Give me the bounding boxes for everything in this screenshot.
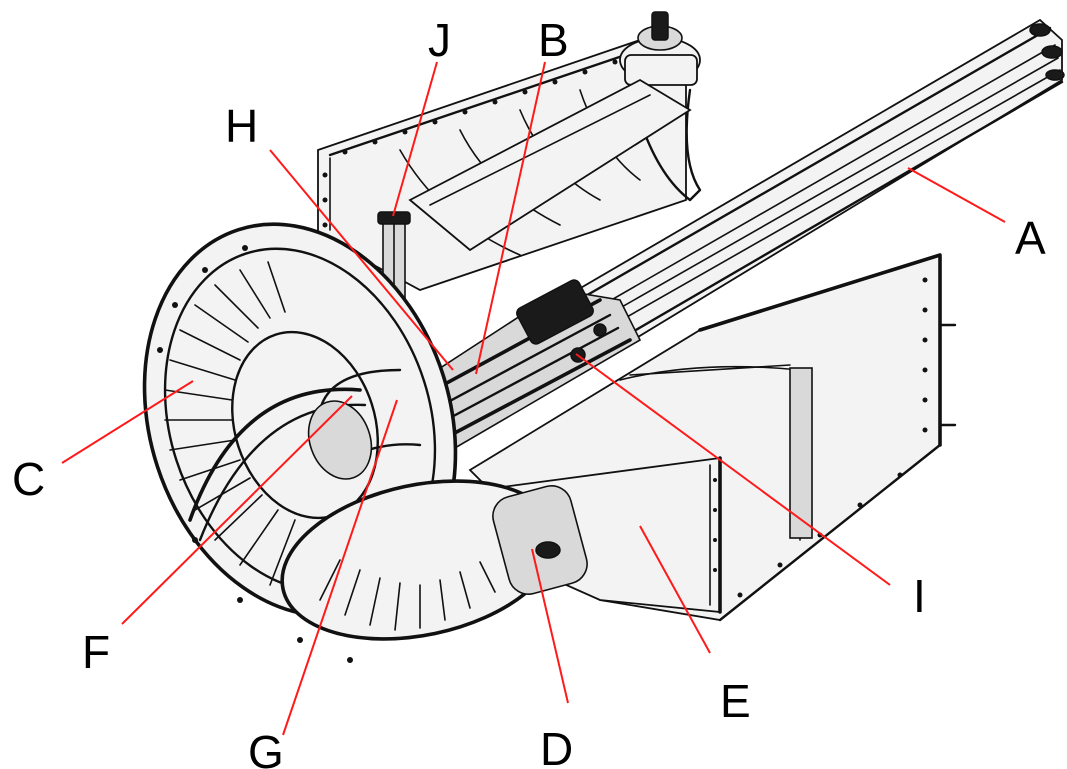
leader-line-b: [475, 61, 546, 375]
engine-cutaway-illustration: [142, 11, 1065, 663]
label-b: B: [538, 14, 569, 66]
callout-labels: A B C D E F G H I J: [12, 14, 1046, 769]
leader-line-d: [531, 548, 569, 704]
leader-line-i: [575, 353, 891, 586]
label-g: G: [248, 726, 284, 769]
label-j: J: [428, 14, 451, 66]
combustor-band: [307, 368, 422, 480]
leader-line-j: [392, 61, 438, 217]
callout-leader-lines: [61, 61, 1006, 736]
turbine-ring: [280, 479, 588, 641]
leader-line-c: [61, 380, 194, 464]
label-i: I: [913, 570, 926, 622]
label-c: C: [12, 453, 45, 505]
label-h: H: [225, 100, 258, 152]
label-f: F: [82, 626, 110, 678]
leader-line-e: [639, 525, 711, 654]
leader-line-f: [121, 395, 353, 625]
upper-strut: [408, 78, 692, 252]
label-d: D: [540, 723, 573, 769]
leader-line-g: [282, 399, 398, 736]
leader-line-h: [269, 149, 454, 371]
label-e: E: [720, 675, 751, 727]
leader-line-a: [907, 167, 1006, 223]
label-a: A: [1015, 212, 1046, 264]
top-cap-fitting: [619, 11, 702, 202]
rod-bundle: [558, 18, 1065, 362]
